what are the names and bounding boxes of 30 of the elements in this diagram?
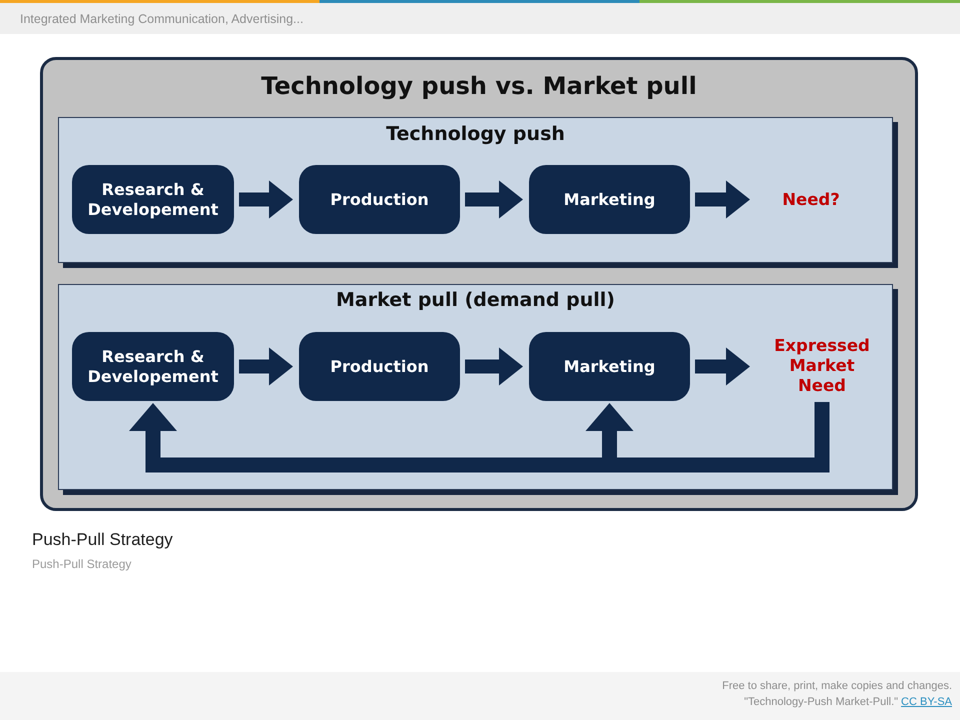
arrow — [239, 348, 293, 386]
arrow — [239, 180, 293, 218]
box-label: Marketing — [564, 190, 656, 210]
arrow — [465, 180, 523, 218]
arrow — [695, 180, 750, 218]
process-box — [72, 332, 234, 401]
panel-heading: Technology push vs. Market pull — [261, 71, 697, 101]
process-box — [72, 165, 234, 234]
citation-text: "Technology-Push Market-Pull." — [744, 696, 898, 708]
section-heading: Market pull (demand pull) — [336, 288, 615, 312]
diagram-panel — [40, 57, 918, 511]
process-box — [529, 165, 690, 234]
section-heading: Technology push — [386, 122, 565, 146]
box-label: Marketing — [564, 356, 656, 376]
process-box — [529, 332, 690, 401]
process-box — [299, 332, 460, 401]
header-text: Integrated Marketing Communication, Advertising... — [20, 11, 304, 27]
process-box — [299, 165, 460, 234]
subcaption: Push-Pull Strategy — [32, 557, 132, 572]
caption: Push-Pull Strategy — [32, 529, 173, 550]
outcome-label: Need? — [756, 190, 866, 210]
license-link: CC BY-SA — [901, 696, 952, 708]
box-label: Production — [330, 190, 429, 210]
license-note: Free to share, print, make copies and changes. — [722, 680, 952, 692]
arrow — [465, 348, 523, 386]
arrow — [695, 348, 750, 386]
box-label: Research & Developement — [86, 180, 220, 220]
outcome-label: Expressed Market Need — [756, 336, 888, 396]
box-label: Production — [330, 356, 429, 376]
box-label: Research & Developement — [86, 346, 220, 386]
